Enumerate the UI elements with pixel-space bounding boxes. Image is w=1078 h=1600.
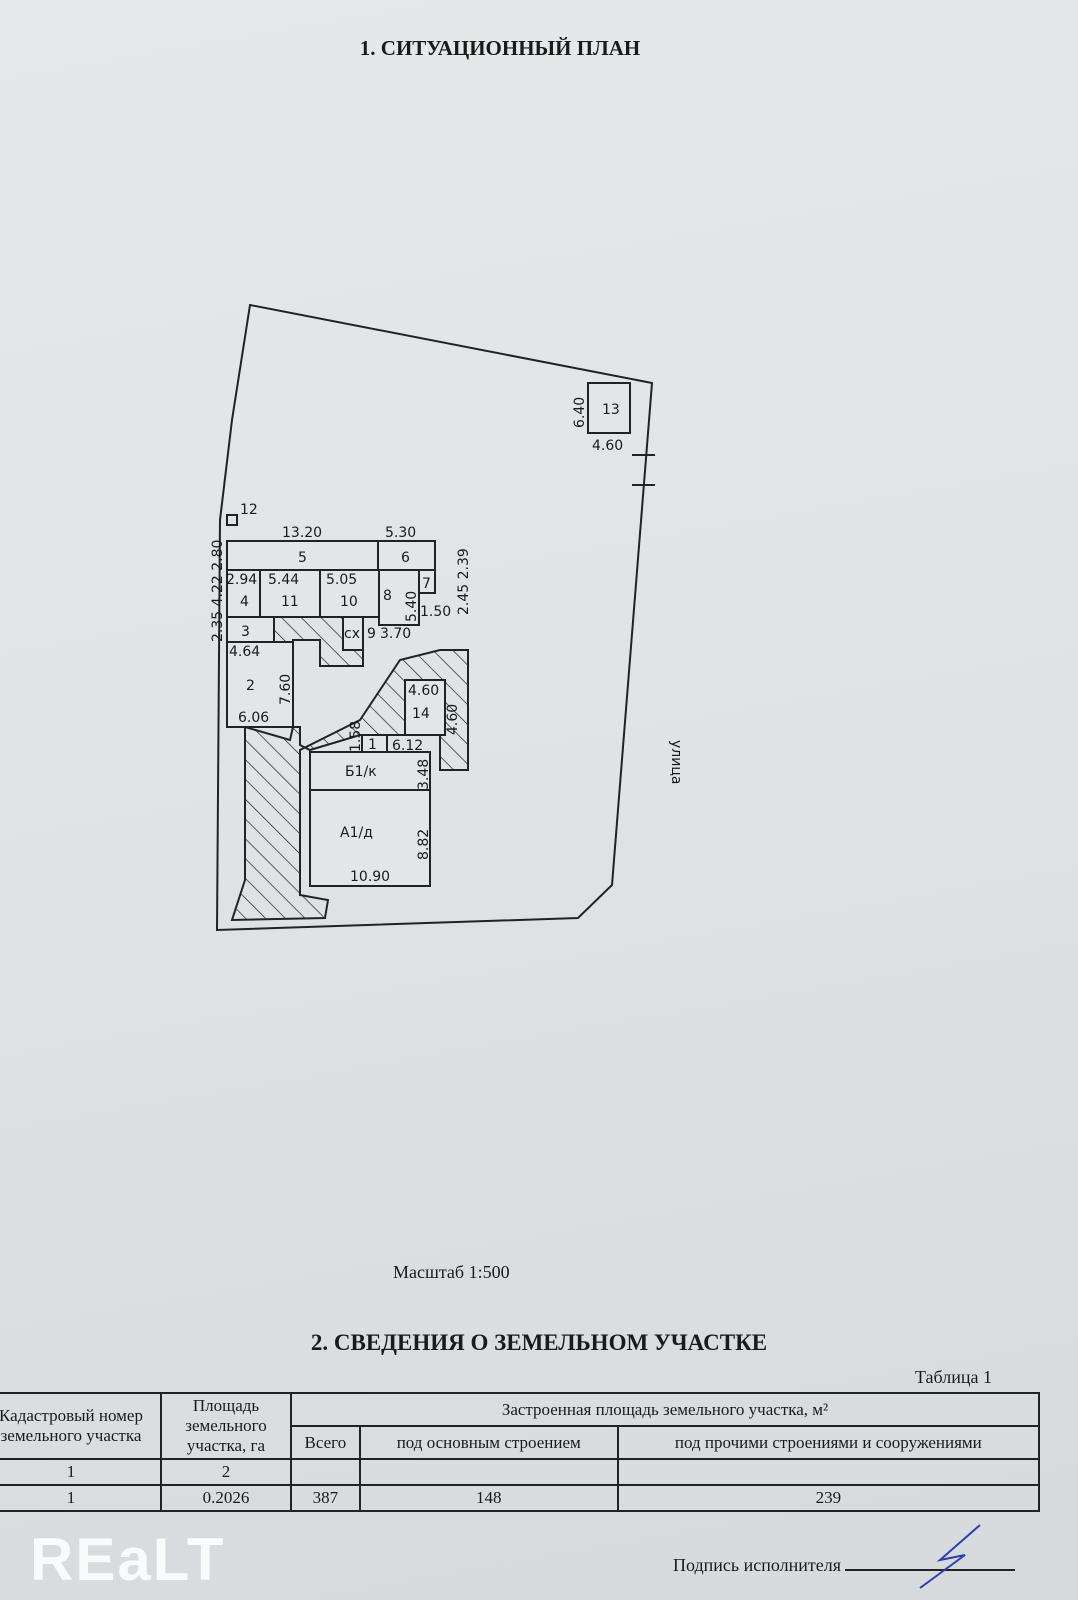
header-main: под основным строением bbox=[358, 1425, 619, 1460]
room-label: 4 bbox=[240, 594, 249, 610]
header-other: под прочими строениями и сооружениями bbox=[616, 1425, 1041, 1460]
dimension-label: 13.20 bbox=[282, 525, 322, 541]
section-title-plan: 1. СИТУАЦИОННЫЙ ПЛАН bbox=[359, 36, 641, 60]
empty-cell bbox=[358, 1458, 619, 1486]
header-cadastral: Кадастровый номер земельного участка bbox=[0, 1392, 162, 1460]
signature-blank bbox=[845, 1569, 1015, 1571]
dimension-label: 4.60 bbox=[408, 683, 439, 699]
building-label: Б1/к bbox=[345, 764, 377, 780]
dimension-label: 3.48 bbox=[416, 759, 432, 790]
cell-total: 387 bbox=[290, 1484, 361, 1512]
building-label: А1/д bbox=[340, 825, 373, 841]
cell-other: 239 bbox=[616, 1484, 1041, 1512]
dimension-label: 6.40 bbox=[572, 397, 588, 428]
room-label: 11 bbox=[281, 594, 299, 610]
room-label: 14 bbox=[412, 706, 430, 722]
cell-area: 0.2026 bbox=[160, 1484, 292, 1512]
street-label: улица bbox=[668, 740, 684, 784]
room-label: 10 bbox=[340, 594, 358, 610]
header-built-area: Застроенная площадь земельного участка, … bbox=[290, 1392, 1040, 1427]
dimension-label: 2.94 bbox=[226, 572, 257, 588]
room-label: 9 bbox=[367, 626, 376, 642]
empty-cell bbox=[290, 1458, 361, 1486]
dimension-label: 1.50 bbox=[420, 604, 451, 620]
table-row: 1 0.2026 387 148 239 bbox=[0, 1484, 1041, 1512]
room-label: 1 bbox=[368, 737, 377, 753]
dimension-label: 5.30 bbox=[385, 525, 416, 541]
signature-label: Подпись исполнителя bbox=[673, 1555, 841, 1575]
signature-mark bbox=[919, 1524, 981, 1589]
header-total: Всего bbox=[290, 1425, 361, 1460]
watermark-logo: REaLT bbox=[30, 1526, 226, 1593]
dimension-label: 8.82 bbox=[416, 829, 432, 860]
room-label: 12 bbox=[240, 502, 258, 518]
dimension-label: 6.12 bbox=[392, 738, 423, 754]
dimension-label: 2.45 2.39 bbox=[456, 548, 472, 615]
scale-label: Масштаб 1:500 bbox=[393, 1262, 510, 1282]
dimension-label: 5.05 bbox=[326, 572, 357, 588]
room-label: 2 bbox=[246, 678, 255, 694]
room-label: 7 bbox=[422, 576, 431, 592]
dimension-label: 1.58 bbox=[348, 721, 364, 752]
room-label: 8 bbox=[383, 588, 392, 604]
cell-cadastral: 1 bbox=[0, 1484, 162, 1512]
building-label: 13 bbox=[602, 402, 620, 418]
header-area: Площадь земельного участка, га bbox=[160, 1392, 292, 1460]
dimension-label: 3.70 bbox=[380, 626, 411, 642]
dimension-label: 2.35 4.22 2.80 bbox=[210, 540, 226, 642]
dimension-label: 6.06 bbox=[238, 710, 269, 726]
site-plan: 12 13.20 5.30 5 6 2.94 4 5.44 11 5.05 10… bbox=[210, 303, 684, 932]
dimension-label: 7.60 bbox=[278, 674, 294, 705]
plot-boundary bbox=[215, 303, 654, 932]
room-label: 6 bbox=[401, 550, 410, 566]
dimension-label: 10.90 bbox=[350, 869, 390, 885]
room-label: сх bbox=[344, 626, 360, 642]
cell-main: 148 bbox=[358, 1484, 619, 1512]
empty-cell bbox=[616, 1458, 1041, 1486]
room-label: 3 bbox=[241, 624, 250, 640]
dimension-label: 5.44 bbox=[268, 572, 299, 588]
col-number: 1 bbox=[0, 1458, 162, 1486]
room-label: 5 bbox=[298, 550, 307, 566]
dimension-label: 4.64 bbox=[229, 644, 260, 660]
building-13 bbox=[587, 382, 631, 434]
land-table: Кадастровый номер земельного участка Пло… bbox=[0, 1392, 1041, 1512]
signature-line: Подпись исполнителя bbox=[673, 1555, 1015, 1576]
dimension-label: 4.60 bbox=[445, 704, 461, 735]
col-number: 2 bbox=[160, 1458, 292, 1486]
dimension-label: 5.40 bbox=[404, 591, 420, 622]
section-title-land: 2. СВЕДЕНИЯ О ЗЕМЕЛЬНОМ УЧАСТКЕ bbox=[310, 1330, 768, 1355]
table-caption: Таблица 1 bbox=[915, 1367, 992, 1387]
dimension-label: 4.60 bbox=[592, 438, 623, 454]
